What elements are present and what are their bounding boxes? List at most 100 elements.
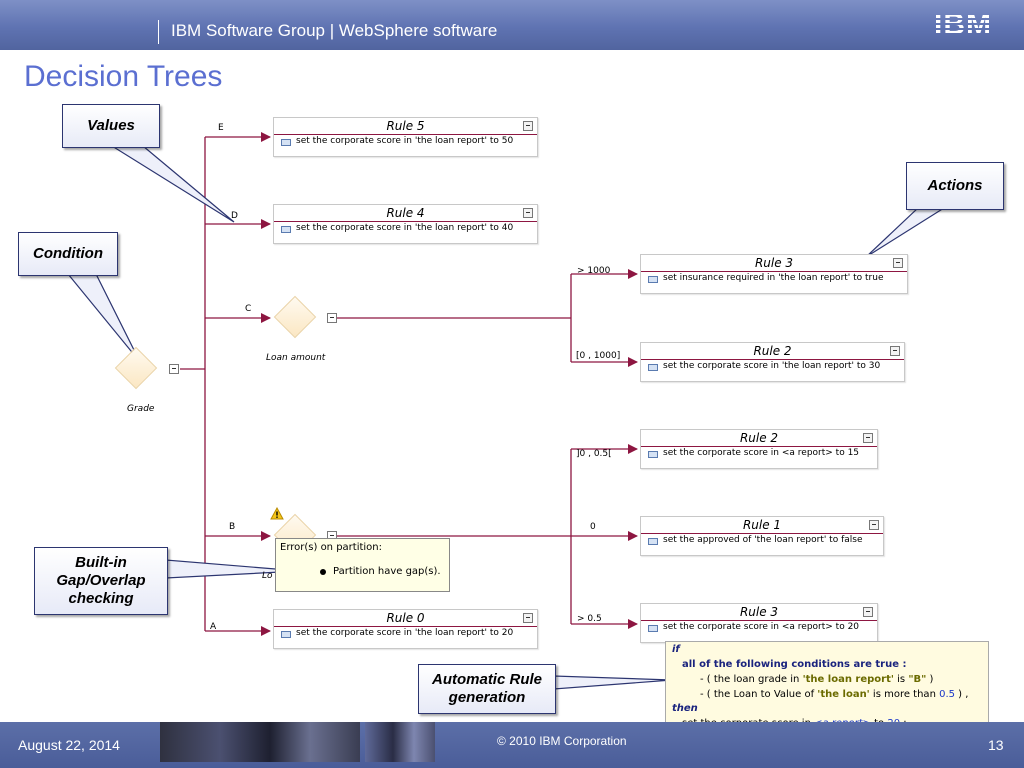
gap-line-3: checking: [68, 590, 134, 607]
gap-line-1: Built-in: [75, 554, 127, 571]
branch-label-0-1000: [0 , 1000]: [576, 351, 621, 361]
rule-action: set the corporate score in 'the loan rep…: [663, 361, 881, 371]
action-icon: [648, 451, 658, 458]
actions-pointer: [865, 207, 947, 258]
rule-box-rule3-amount-gt1000[interactable]: Rule 3 set insurance required in 'the lo…: [640, 254, 908, 294]
rule-action: set the corporate score in 'the loan rep…: [296, 223, 514, 233]
branch-label-c: C: [245, 304, 252, 314]
code-condition-2: - ( the Loan to Value of 'the loan' is m…: [700, 689, 968, 700]
branch-label-gt05: > 0.5: [577, 614, 602, 624]
minimize-icon[interactable]: [523, 613, 533, 623]
callout-automatic-rule: Automatic Rule generation: [418, 664, 556, 714]
footer-copyright: © 2010 IBM Corporation: [497, 734, 627, 748]
action-icon: [281, 139, 291, 146]
rule-title: Rule 3: [641, 256, 907, 272]
action-icon: [648, 625, 658, 632]
condition-pointer: [66, 273, 141, 363]
rule-title: Rule 4: [274, 206, 537, 222]
generated-rule-code: if all of the following conditions are t…: [665, 641, 989, 733]
rule-title: Rule 1: [641, 518, 883, 534]
grade-label: Grade: [127, 404, 155, 414]
loan-to-value-label: Lo: [262, 571, 273, 581]
branch-label-0-05: ]0 , 0.5[: [576, 449, 612, 459]
branch-label-a: A: [210, 622, 217, 632]
code-text: ) ,: [955, 689, 969, 700]
rule-box-rule0-grade-a[interactable]: Rule 0 set the corporate score in 'the l…: [273, 609, 538, 649]
code-text: is more than: [869, 689, 940, 700]
code-then-keyword: then: [672, 703, 698, 714]
action-icon: [281, 226, 291, 233]
code-condition-1: - ( the loan grade in 'the loan report' …: [700, 674, 933, 685]
rule-box-rule2-amount-0-1000[interactable]: Rule 2 set the corporate score in 'the l…: [640, 342, 905, 382]
gap-line-2: Gap/Overlap: [56, 572, 146, 589]
loan-amount-collapse-button[interactable]: [327, 313, 337, 323]
partition-error-tooltip: Error(s) on partition: Partition have ga…: [275, 538, 450, 592]
code-string: "B": [908, 674, 927, 685]
code-text: - ( the loan grade in: [700, 674, 803, 685]
error-title: Error(s) on partition:: [280, 542, 383, 553]
footer-date: August 22, 2014: [18, 737, 120, 753]
minimize-icon[interactable]: [869, 520, 879, 530]
minimize-icon[interactable]: [523, 208, 533, 218]
rule-title: Rule 5: [274, 119, 537, 135]
callout-actions: Actions: [906, 162, 1004, 210]
action-icon: [648, 538, 658, 545]
callout-values: Values: [62, 104, 160, 148]
rule-box-rule3-ltv-gt05[interactable]: Rule 3 set the corporate score in <a rep…: [640, 603, 878, 643]
rule-box-rule2-ltv-0-05[interactable]: Rule 2 set the corporate score in <a rep…: [640, 429, 878, 469]
rule-action: set the corporate score in 'the loan rep…: [296, 628, 514, 638]
code-text: ): [926, 674, 934, 685]
minimize-icon[interactable]: [890, 346, 900, 356]
code-text: - ( the Loan to Value of: [700, 689, 818, 700]
rule-box-rule5-grade-e[interactable]: Rule 5 set the corporate score in 'the l…: [273, 117, 538, 157]
grade-collapse-button[interactable]: [169, 364, 179, 374]
minimize-icon[interactable]: [863, 433, 873, 443]
action-icon: [281, 631, 291, 638]
rule-title: Rule 2: [641, 344, 904, 360]
callout-gap-overlap: Built-in Gap/Overlap checking: [34, 547, 168, 615]
branch-label-d: D: [231, 211, 238, 221]
header-bar: [0, 0, 1024, 50]
values-pointer: [109, 145, 235, 223]
minimize-icon[interactable]: [893, 258, 903, 268]
rule-action: set the corporate score in <a report> to…: [663, 448, 860, 458]
rule-box-rule1-ltv-zero[interactable]: Rule 1 set the approved of 'the loan rep…: [640, 516, 884, 556]
branch-label-gt1000: > 1000: [577, 266, 611, 276]
code-string: 'the loan': [817, 689, 870, 700]
header-title: IBM Software Group | WebSphere software: [171, 21, 498, 40]
slide-title: Decision Trees: [24, 60, 223, 93]
rule-title: Rule 0: [274, 611, 537, 627]
code-text: is: [893, 674, 909, 685]
branch-label-zero: 0: [590, 522, 596, 532]
minimize-icon[interactable]: [863, 607, 873, 617]
footer-page-number: 13: [988, 737, 1004, 753]
rule-action: set the corporate score in 'the loan rep…: [296, 136, 514, 146]
rule-action: set the corporate score in <a report> to…: [663, 622, 860, 632]
rule-box-rule4-grade-d[interactable]: Rule 4 set the corporate score in 'the l…: [273, 204, 538, 244]
ibm-logo: IBM: [934, 8, 992, 41]
header-divider: [158, 20, 159, 44]
code-string: 'the loan report': [802, 674, 894, 685]
minimize-icon[interactable]: [523, 121, 533, 131]
auto-line-1: Automatic Rule: [431, 671, 542, 688]
error-item: Partition have gap(s).: [333, 566, 441, 577]
code-number: 0.5: [939, 689, 955, 700]
action-icon: [648, 364, 658, 371]
loan-amount-label: Loan amount: [266, 353, 326, 363]
action-icon: [648, 276, 658, 283]
rule-title: Rule 2: [641, 431, 877, 447]
rule-title: Rule 3: [641, 605, 877, 621]
callout-condition: Condition: [18, 232, 118, 276]
auto-pointer: [553, 675, 673, 690]
branch-label-b: B: [229, 522, 236, 532]
rule-action: set insurance required in 'the loan repo…: [663, 273, 884, 283]
warning-icon: [270, 507, 284, 520]
branch-label-e: E: [218, 123, 224, 133]
footer-photo-strip-right: [365, 722, 435, 762]
code-all-conditions: all of the following conditions are true…: [682, 659, 907, 670]
code-if-keyword: if: [672, 644, 680, 655]
footer-photo-strip-left: [160, 722, 360, 762]
auto-line-2: generation: [448, 689, 526, 706]
